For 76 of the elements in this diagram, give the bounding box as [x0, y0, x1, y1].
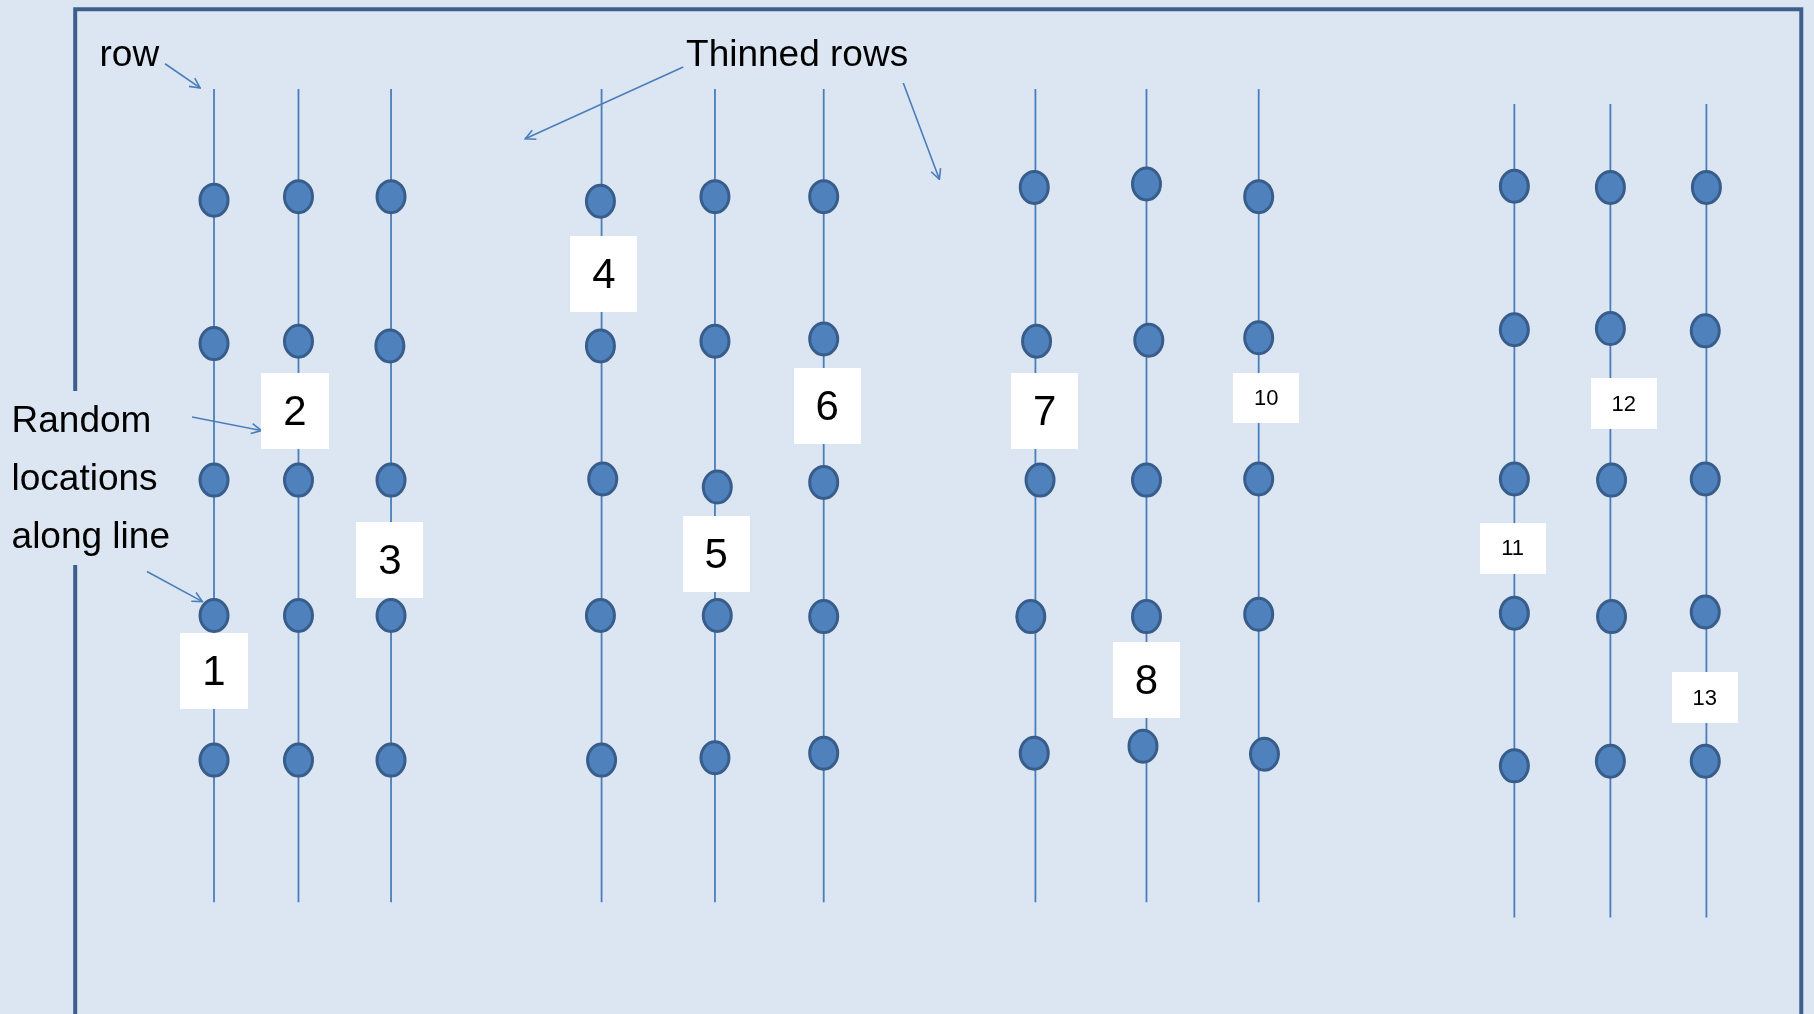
number-label: 13 [1671, 672, 1738, 724]
plant-dot [1243, 461, 1275, 497]
plant-dot [1015, 599, 1047, 635]
plant-dot [198, 742, 230, 778]
plant-dot [283, 179, 314, 215]
plant-dot [584, 183, 616, 219]
plant-dot [1498, 461, 1530, 497]
number-label: 5 [682, 515, 750, 593]
plant-dot [587, 461, 619, 497]
leader-arrow [146, 570, 204, 603]
plant-dot [1596, 599, 1628, 635]
number-label: 12 [1590, 378, 1657, 430]
plant-dot [283, 462, 314, 498]
number-label: 7 [1011, 372, 1079, 449]
plant-dot [1249, 736, 1280, 772]
plant-dot [198, 462, 230, 498]
plant-dot [1498, 748, 1530, 784]
plant-dot [375, 742, 407, 778]
plant-dot [1594, 743, 1626, 779]
plant-dot [1127, 728, 1159, 764]
plant-dot [1243, 596, 1275, 632]
number-label: 6 [793, 367, 861, 445]
plant-dot [584, 597, 616, 633]
plant-dot [699, 740, 731, 776]
plant-dot [283, 597, 314, 633]
plant-dot [808, 179, 840, 215]
plant-dot [1596, 462, 1628, 498]
plant-dot [198, 182, 230, 218]
plant-dot [283, 742, 314, 778]
plant-dot [198, 597, 230, 633]
plant-dot [198, 326, 230, 362]
number-label: 11 [1479, 522, 1546, 574]
number-label: 2 [261, 372, 329, 449]
plant-dot [375, 179, 407, 215]
leader-arrow [191, 416, 263, 435]
plant-dot [808, 321, 840, 357]
plant-dot [1243, 320, 1275, 356]
plant-dot [808, 735, 840, 771]
plant-dot [701, 597, 733, 633]
plant-dot [1594, 169, 1626, 205]
plant-dot [1690, 169, 1722, 205]
number-label: 8 [1112, 642, 1180, 719]
plant-dot [1021, 323, 1053, 359]
plant-dot [808, 599, 840, 635]
plant-dot [1689, 743, 1721, 779]
plant-dot [283, 323, 314, 359]
plant-dot [1024, 462, 1056, 498]
plant-dot [1243, 179, 1275, 215]
number-label: 3 [356, 521, 424, 599]
plant-dot [584, 328, 616, 364]
plant-dot [1498, 312, 1530, 348]
number-label: 1 [180, 632, 248, 710]
plant-dot [1498, 168, 1530, 204]
plant-dot [374, 328, 406, 364]
plant-dot [701, 469, 733, 505]
plant-dot [1689, 313, 1721, 349]
plant-dot [1689, 461, 1721, 497]
plant-dot [586, 742, 618, 778]
plant-dot [808, 464, 840, 500]
plant-dot [699, 323, 731, 359]
plant-dot [1131, 599, 1162, 635]
plant-dot [1689, 594, 1721, 630]
plant-dot [1133, 322, 1165, 358]
plant-dot [375, 462, 407, 498]
plant-dot [1131, 462, 1162, 498]
leader-arrow [164, 62, 201, 89]
number-label: 4 [570, 236, 638, 313]
leader-arrow [524, 66, 685, 141]
plant-dot [1594, 311, 1626, 347]
plant-dot [1131, 166, 1162, 202]
number-label: 10 [1233, 372, 1300, 424]
plant-dot [699, 179, 731, 215]
plant-dot [1018, 735, 1050, 771]
plant-dot [1498, 595, 1530, 631]
plant-dot [1018, 169, 1050, 205]
plant-dot [375, 597, 407, 633]
